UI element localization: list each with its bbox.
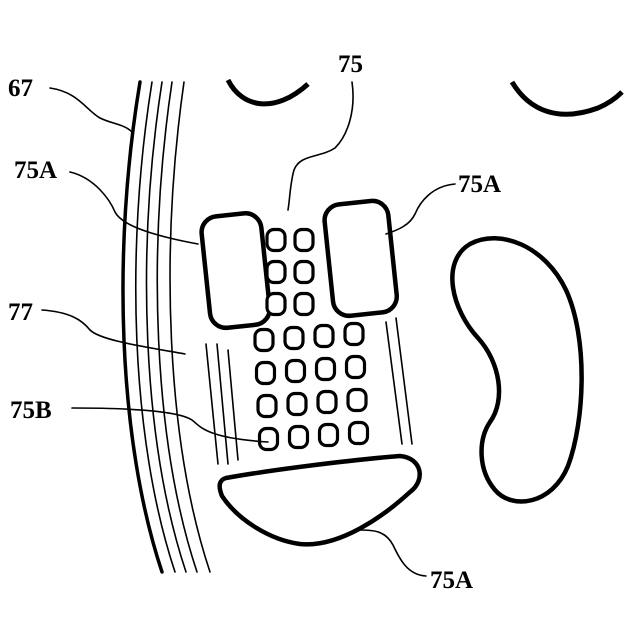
leader-75a-left: [70, 172, 198, 244]
dot-upper-1-0: [267, 262, 285, 283]
label-75a-left: 75A: [14, 157, 57, 184]
dot-lower-3-2: [320, 425, 338, 446]
dot-lower-3-1: [290, 427, 308, 448]
dot-lower-2-0: [258, 396, 276, 417]
label-75: 75: [338, 51, 363, 78]
leader-67: [50, 88, 132, 132]
label-75a-bottom: 75A: [430, 567, 473, 594]
leader-75b: [72, 408, 268, 442]
dot-upper-2-1: [295, 294, 313, 315]
dot-lower-1-2: [317, 359, 335, 380]
pad-75a-left: [200, 212, 271, 330]
dot-upper-2-0: [267, 294, 285, 315]
region-77-lines: [206, 318, 412, 464]
dot-lower-2-2: [318, 392, 336, 413]
dot-lower-0-2: [315, 326, 333, 347]
dot-lower-3-0: [260, 429, 278, 450]
outer-boundary-lines: [123, 82, 210, 572]
dot-lower-2-3: [348, 390, 366, 411]
kidney-shaped-element: [452, 238, 581, 501]
dot-lower-1-1: [287, 361, 305, 382]
top-right-arc: [512, 82, 622, 114]
top-left-arc: [228, 80, 308, 104]
label-75a-right: 75A: [458, 171, 501, 198]
dot-lower-0-1: [285, 328, 303, 349]
dot-upper-0-1: [295, 230, 313, 251]
label-67: 67: [8, 75, 33, 102]
label-77: 77: [8, 299, 33, 326]
dot-lower-1-0: [257, 363, 275, 384]
dot-lower-0-0: [255, 330, 273, 351]
pad-75a-right: [323, 199, 398, 317]
pad-75a-bottom: [220, 456, 420, 544]
dot-upper-0-0: [267, 230, 285, 251]
leader-75a-bottom: [360, 530, 426, 576]
leader-75: [288, 82, 353, 210]
leader-77: [42, 310, 185, 354]
dot-lower-2-1: [288, 394, 306, 415]
dot-upper-1-1: [295, 262, 313, 283]
dot-lower-1-3: [347, 357, 365, 378]
dot-lower-0-3: [345, 324, 363, 345]
label-75b: 75B: [10, 397, 52, 424]
dot-lower-3-3: [350, 423, 368, 444]
leader-75a-right: [386, 184, 455, 234]
